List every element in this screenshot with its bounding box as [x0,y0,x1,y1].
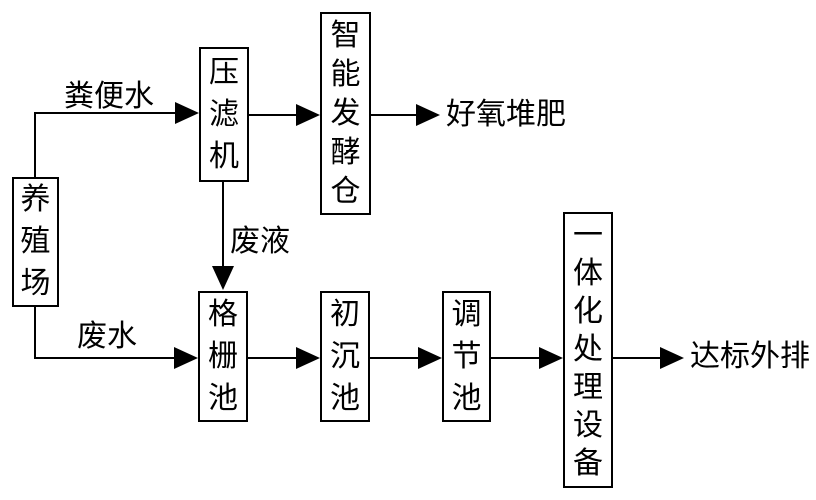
arrow-right-icon [296,104,320,126]
arrow-right-icon [175,102,199,124]
node-filter-press: 压滤机 [199,47,249,182]
connector-farm-down-line [34,307,36,359]
connector-integrated-discharge-line [613,357,660,359]
connector-wastewater-line [34,357,175,359]
node-integrated-treatment-equipment: 一体化处理设备 [563,212,613,488]
node-grid-pool: 格栅池 [198,291,248,422]
label-wastewater: 废水 [77,320,137,353]
connector-waste-liquid-line [222,182,224,267]
label-fecal-water: 粪便水 [64,80,154,113]
arrow-right-icon [416,104,440,126]
arrow-down-icon [212,266,234,290]
node-fermentation-bin: 智能发酵仓 [320,12,371,215]
arrow-right-icon [539,347,563,369]
arrow-right-icon [174,347,198,369]
label-standard-discharge: 达标外排 [690,340,810,373]
arrow-right-icon [296,347,320,369]
node-primary-sedimentation-pool: 初沉池 [320,291,370,422]
connector-grid-primary-line [248,357,296,359]
label-waste-liquid: 废液 [230,225,290,258]
node-regulation-pool: 调节池 [442,291,491,422]
node-farm: 养殖场 [12,177,59,307]
connector-fecal-water-line [34,112,176,114]
connector-farm-up-line [34,112,36,178]
connector-regulation-integrated-line [491,357,539,359]
connector-fermentation-compost-line [371,114,417,116]
connector-filter-fermentation-line [249,114,297,116]
label-aerobic-composting: 好氧堆肥 [446,98,566,131]
arrow-right-icon [418,347,442,369]
connector-primary-regulation-line [370,357,418,359]
arrow-right-icon [660,347,684,369]
